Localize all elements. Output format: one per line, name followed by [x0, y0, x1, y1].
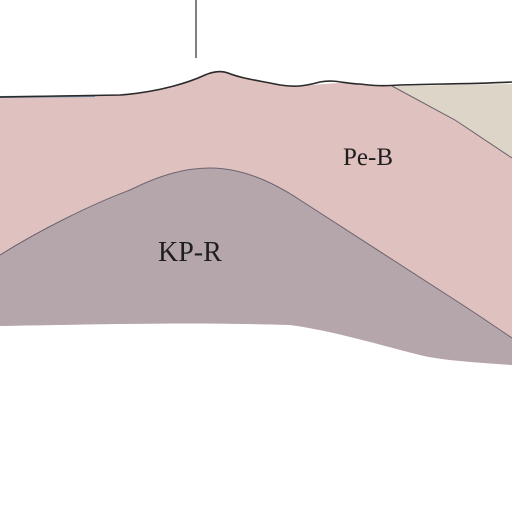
kp-r-unit-polygon — [0, 168, 512, 365]
pe-b-label: Pe-B — [343, 144, 393, 171]
upper-right-unit-contact — [391, 85, 512, 159]
ground-surface-line — [0, 70, 512, 98]
kp-r-upper-contact — [0, 167, 512, 339]
kp-r-label: KP-R — [158, 237, 222, 268]
upper-right-unit-polygon — [392, 84, 512, 158]
